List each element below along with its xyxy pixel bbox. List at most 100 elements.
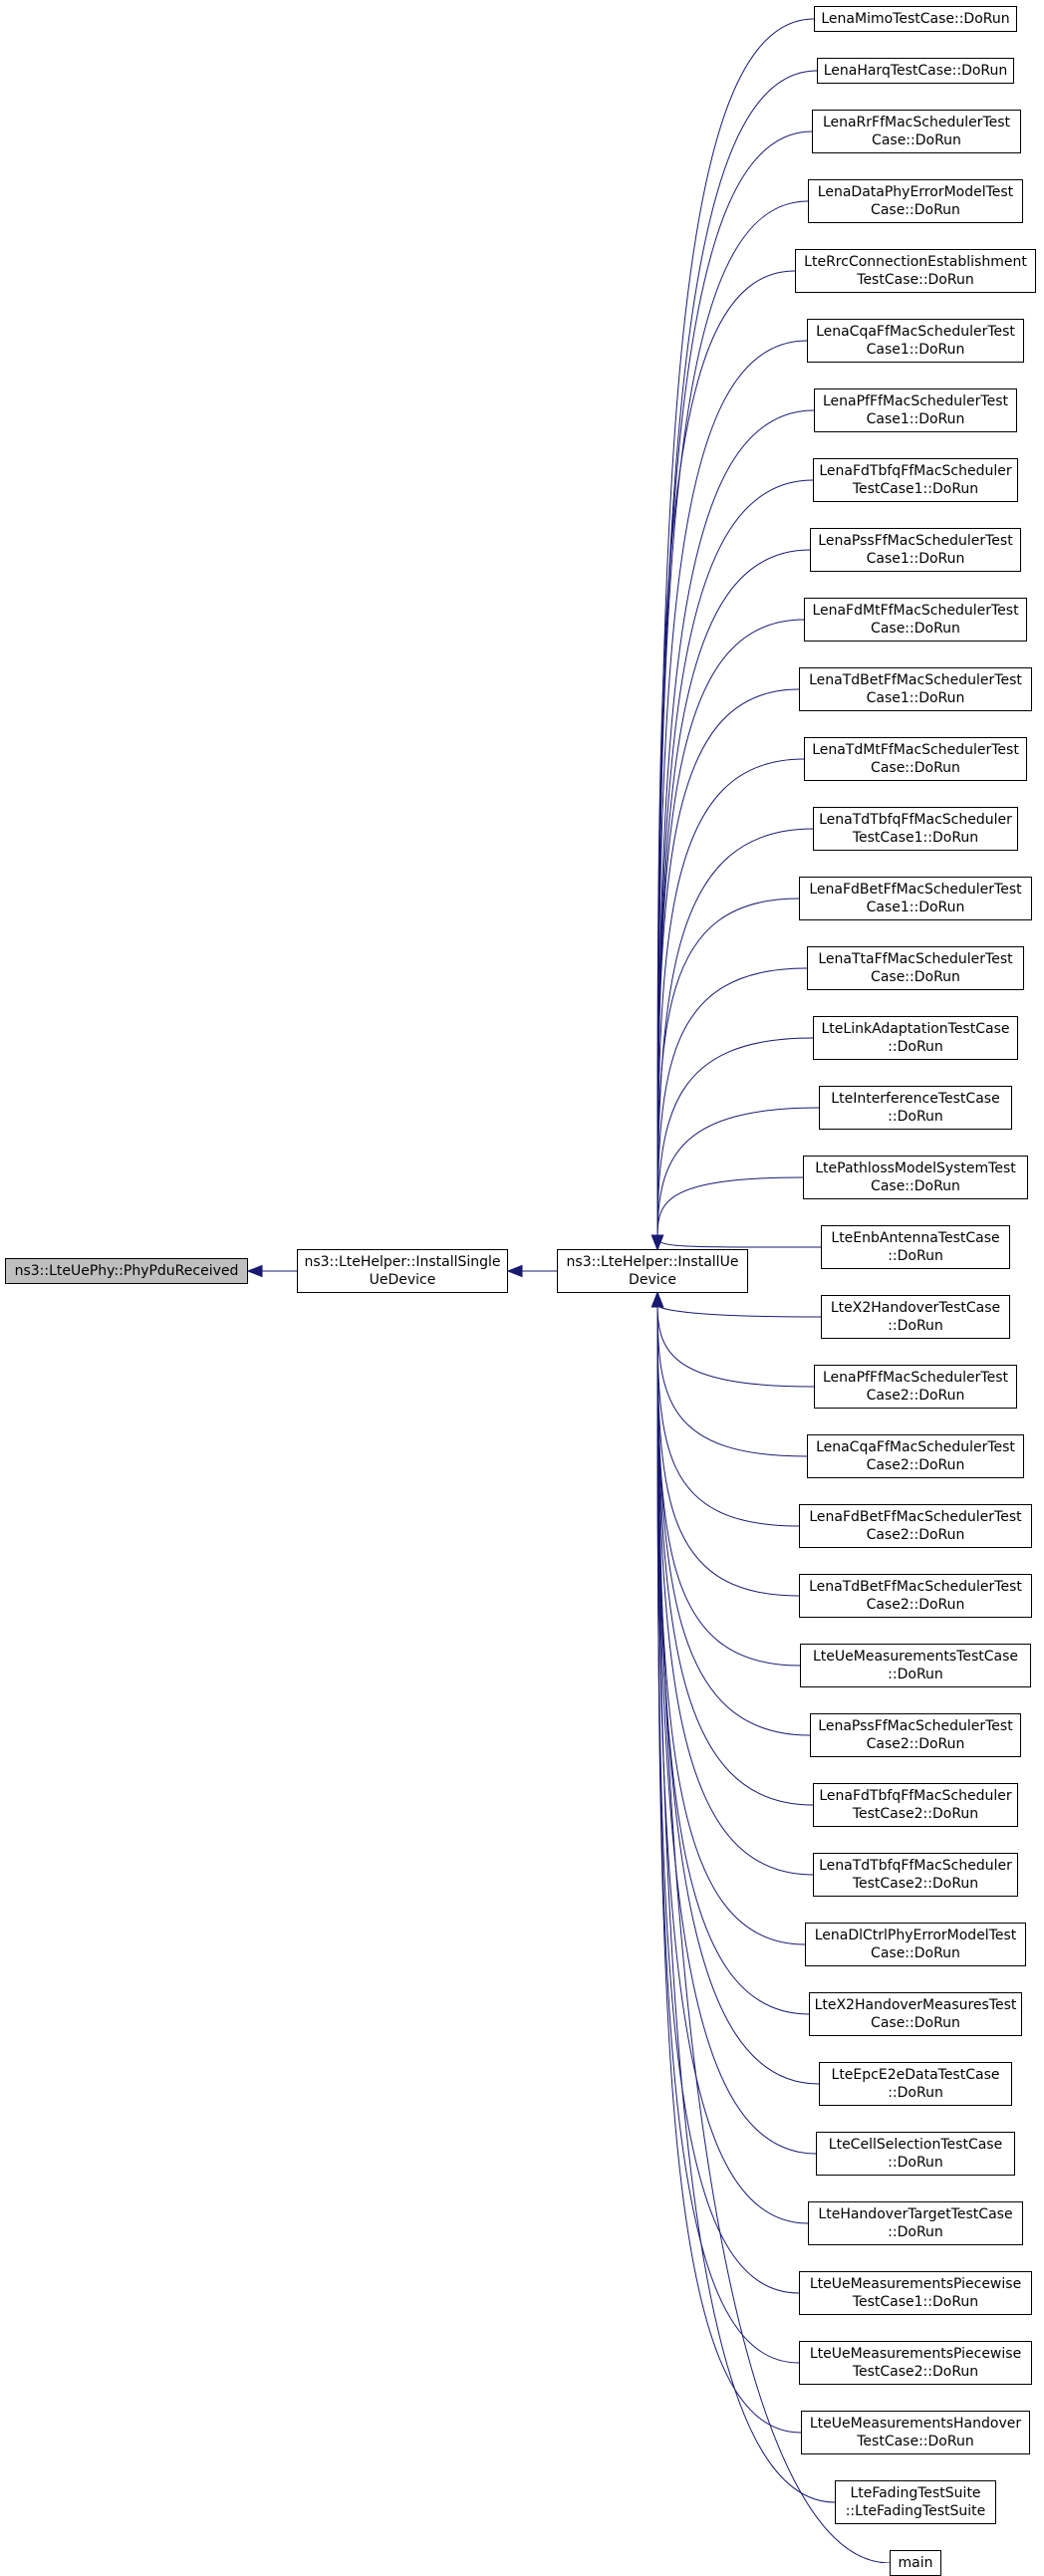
node-label-line: LteLinkAdaptationTestCase xyxy=(821,1021,1010,1037)
node-c19[interactable]: LteX2HandoverTestCase::DoRun xyxy=(821,1295,1010,1339)
node-label-line: LteUeMeasurementsHandover xyxy=(809,2416,1022,2432)
node-c0[interactable]: LenaMimoTestCase::DoRun xyxy=(814,6,1017,32)
edge-c16-to-installue xyxy=(656,1107,820,1238)
node-label-line: LteUeMeasurementsTestCase xyxy=(812,1649,1018,1665)
node-label-line: Case2::DoRun xyxy=(866,1597,965,1613)
edge-c36-to-installue xyxy=(656,1304,836,2503)
node-label: LteX2HandoverTestCase::DoRun xyxy=(831,1299,1000,1335)
edge-c13-to-installue xyxy=(656,898,800,1238)
node-c31[interactable]: LteCellSelectionTestCase::DoRun xyxy=(816,2132,1015,2176)
node-c36[interactable]: LteFadingTestSuite::LteFadingTestSuite xyxy=(835,2480,996,2524)
edge-c37-to-installue-arrow xyxy=(651,1291,664,1308)
node-c30[interactable]: LteEpcE2eDataTestCase::DoRun xyxy=(819,2062,1012,2106)
edge-c19-to-installue xyxy=(656,1304,822,1318)
node-label-line: TestCase::DoRun xyxy=(857,2434,974,2449)
node-label-line: LenaPssFfMacSchedulerTest xyxy=(818,533,1013,549)
node-c32[interactable]: LteHandoverTargetTestCase::DoRun xyxy=(808,2201,1023,2245)
node-label-line: TestCase2::DoRun xyxy=(852,2364,979,2380)
node-label: LenaMimoTestCase::DoRun xyxy=(821,10,1009,28)
node-label: LteEpcE2eDataTestCase::DoRun xyxy=(832,2066,1000,2102)
node-label-line: Case1::DoRun xyxy=(866,551,965,567)
edge-c12-to-installue xyxy=(656,828,814,1238)
node-c16[interactable]: LteInterferenceTestCase::DoRun xyxy=(819,1086,1012,1130)
node-label-line: LenaPssFfMacSchedulerTest xyxy=(818,1718,1013,1734)
node-label-line: LteEpcE2eDataTestCase xyxy=(831,2067,1000,2083)
node-label: LteHandoverTargetTestCase::DoRun xyxy=(818,2205,1012,2241)
edge-c22-to-installue xyxy=(656,1304,800,1527)
node-label: LteFadingTestSuite::LteFadingTestSuite xyxy=(846,2484,986,2520)
node-label: LteEnbAntennaTestCase::DoRun xyxy=(831,1229,999,1265)
edge-c7-to-installue xyxy=(656,479,814,1238)
node-label-line: ::DoRun xyxy=(888,1109,943,1125)
node-c24[interactable]: LteUeMeasurementsTestCase::DoRun xyxy=(800,1644,1031,1687)
node-label-line: ::DoRun xyxy=(888,2085,943,2101)
edge-c1-to-installue xyxy=(656,70,818,1238)
node-c1[interactable]: LenaHarqTestCase::DoRun xyxy=(817,58,1014,84)
edge-c18-to-installue xyxy=(656,1236,822,1248)
edge-c31-to-installue xyxy=(656,1304,817,2155)
node-label-line: LenaTdTbfqFfMacScheduler xyxy=(819,812,1012,828)
node-label-line: ::LteFadingTestSuite xyxy=(845,2503,986,2519)
edge-c25-to-installue xyxy=(656,1304,811,1736)
node-label-line: Case2::DoRun xyxy=(866,1388,965,1404)
node-label-line: ::DoRun xyxy=(888,2224,943,2240)
node-c15[interactable]: LteLinkAdaptationTestCase::DoRun xyxy=(813,1016,1018,1060)
edge-c10-to-installue xyxy=(656,688,800,1238)
edge-c8-to-installue xyxy=(656,549,811,1238)
node-label-line: ::DoRun xyxy=(888,1318,943,1334)
node-c18[interactable]: LteEnbAntennaTestCase::DoRun xyxy=(821,1225,1010,1269)
node-label-line: TestCase2::DoRun xyxy=(852,1806,979,1822)
edge-c14-to-installue xyxy=(656,967,808,1238)
node-label-line: Case::DoRun xyxy=(871,1945,960,1961)
edge-c24-to-installue xyxy=(656,1304,801,1667)
edge-c30-to-installue xyxy=(656,1304,820,2085)
edge-c11-to-installue xyxy=(656,758,805,1238)
node-label-line: Case::DoRun xyxy=(872,132,961,148)
node-label-line: LenaTdTbfqFfMacScheduler xyxy=(819,1858,1012,1874)
node-c37[interactable]: main xyxy=(890,2550,941,2576)
node-label-line: LenaTdBetFfMacSchedulerTest xyxy=(809,672,1022,688)
node-label-line: Case2::DoRun xyxy=(866,1527,965,1543)
node-label-line: LteRrcConnectionEstablishment xyxy=(804,254,1027,270)
edge-c18-to-installue-arrow xyxy=(651,1234,664,1251)
edge-c37-to-installue xyxy=(656,1304,891,2563)
node-root[interactable]: ns3::LteUePhy::PhyPduReceived xyxy=(5,1258,248,1284)
